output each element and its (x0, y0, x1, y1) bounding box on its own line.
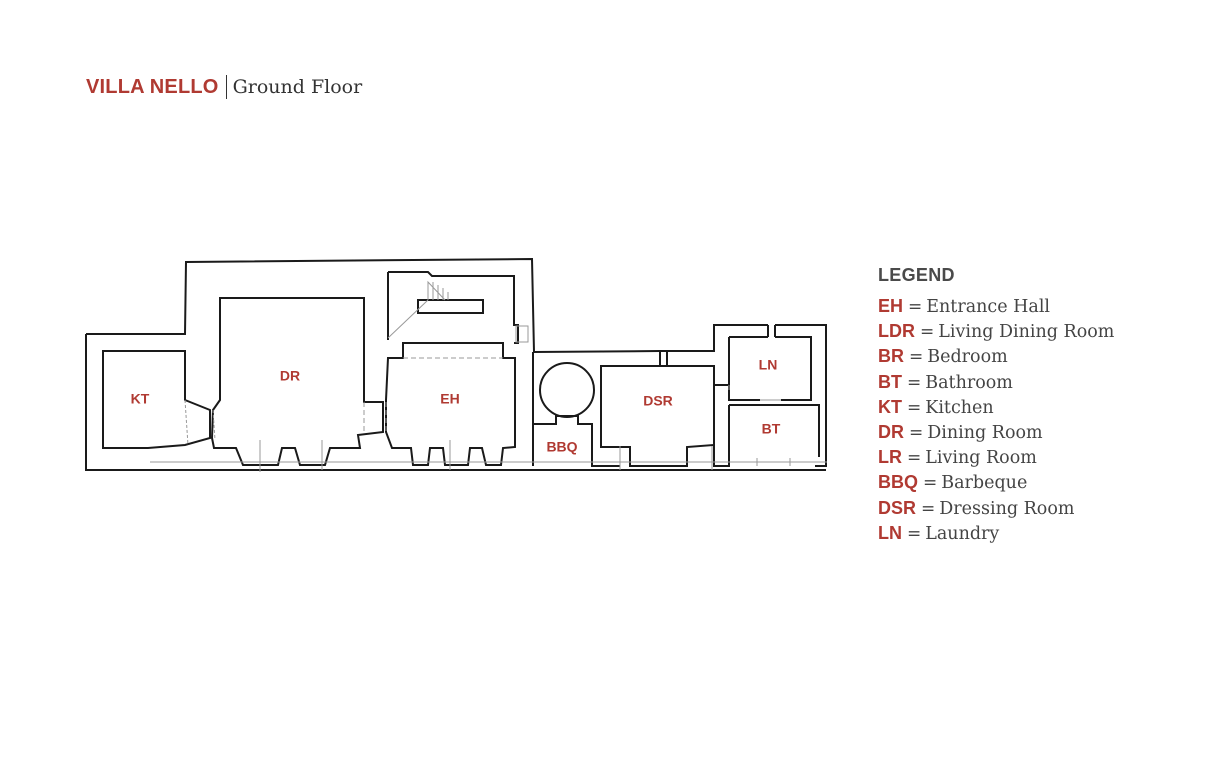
legend-item: KT=Kitchen (878, 395, 1208, 420)
legend-code: BR (878, 346, 904, 367)
bbq-walls (532, 352, 620, 467)
legend-code: LN (878, 522, 902, 543)
legend-item: LDR=Living Dining Room (878, 319, 1208, 344)
legend-code: DR (878, 421, 904, 442)
room-label-laundry: LN (759, 357, 778, 373)
stair-block-walls (387, 271, 519, 344)
bathroom-walls (713, 384, 820, 467)
kitchen-opening (184, 399, 216, 446)
room-label-bbq: BBQ (546, 439, 577, 455)
legend-name: Barbeque (941, 473, 1028, 494)
room-label-entrance-hall: EH (440, 391, 459, 407)
legend-item: BT=Bathroom (878, 370, 1208, 395)
legend-equals: = (907, 448, 922, 469)
legend-equals: = (909, 347, 924, 368)
room-label-dining-room: DR (280, 368, 300, 384)
legend-code: BT (878, 371, 902, 392)
legend-equals: = (907, 397, 922, 418)
legend-code: DSR (878, 497, 917, 518)
legend-item: EH=Entrance Hall (878, 294, 1208, 319)
legend-equals: = (923, 473, 938, 494)
legend-item: BBQ=Barbeque (878, 470, 1208, 495)
legend-name: Kitchen (925, 397, 994, 418)
laundry-door (728, 385, 781, 401)
room-label-kitchen: KT (131, 391, 150, 407)
legend-title: LEGEND (878, 265, 955, 285)
outer-wall-east (660, 324, 827, 467)
legend-name: Dressing Room (939, 498, 1075, 519)
legend-code: LDR (878, 321, 915, 342)
legend-code: BBQ (878, 472, 918, 493)
legend-item: DSR=Dressing Room (878, 496, 1208, 521)
dressing-room-walls (600, 365, 715, 467)
bbq-grill (539, 362, 595, 418)
floor-name: Ground Floor (232, 76, 363, 98)
legend-code: LR (878, 447, 902, 468)
entrance-hall-walls (385, 342, 516, 466)
legend-item: DR=Dining Room (878, 420, 1208, 445)
legend-equals: = (921, 498, 936, 519)
legend-item: LN=Laundry (878, 521, 1208, 546)
room-label-dressing-room: DSR (643, 393, 673, 409)
legend-equals: = (909, 422, 924, 443)
hall-opening (363, 357, 503, 432)
legend-equals: = (920, 322, 935, 343)
legend-code: KT (878, 396, 902, 417)
legend-name: Entrance Hall (926, 297, 1051, 317)
legend-name: Dining Room (927, 422, 1043, 443)
kitchen-walls (102, 350, 211, 449)
legend-equals: = (907, 523, 922, 544)
title-divider (225, 75, 227, 99)
legend-equals: = (907, 372, 922, 393)
legend-item: LR=Living Room (878, 445, 1208, 470)
door-gap (659, 325, 776, 366)
legend-name: Living Dining Room (938, 322, 1115, 343)
legend-name: Laundry (925, 523, 1000, 544)
stair-treads (387, 280, 449, 339)
legend-list: EH=Entrance Hall LDR=Living Dining Room … (878, 294, 1208, 546)
window-lines (150, 440, 827, 472)
laundry-walls (728, 336, 812, 401)
brand-name: VILLA NELLO (86, 75, 219, 98)
stair-landing (417, 299, 484, 314)
vent-box (515, 325, 529, 343)
dining-room-walls (210, 297, 384, 466)
legend-name: Living Room (925, 448, 1037, 469)
legend-equals: = (908, 297, 923, 317)
legend-name: Bedroom (927, 347, 1008, 368)
legend-code: EH (878, 296, 904, 316)
room-label-bathroom: BT (762, 421, 781, 437)
legend-name: Bathroom (925, 372, 1013, 393)
legend-item: BR=Bedroom (878, 344, 1208, 369)
page-title: VILLA NELLO Ground Floor (86, 72, 362, 102)
legend: LEGEND EH=Entrance Hall LDR=Living Dinin… (878, 262, 1208, 546)
